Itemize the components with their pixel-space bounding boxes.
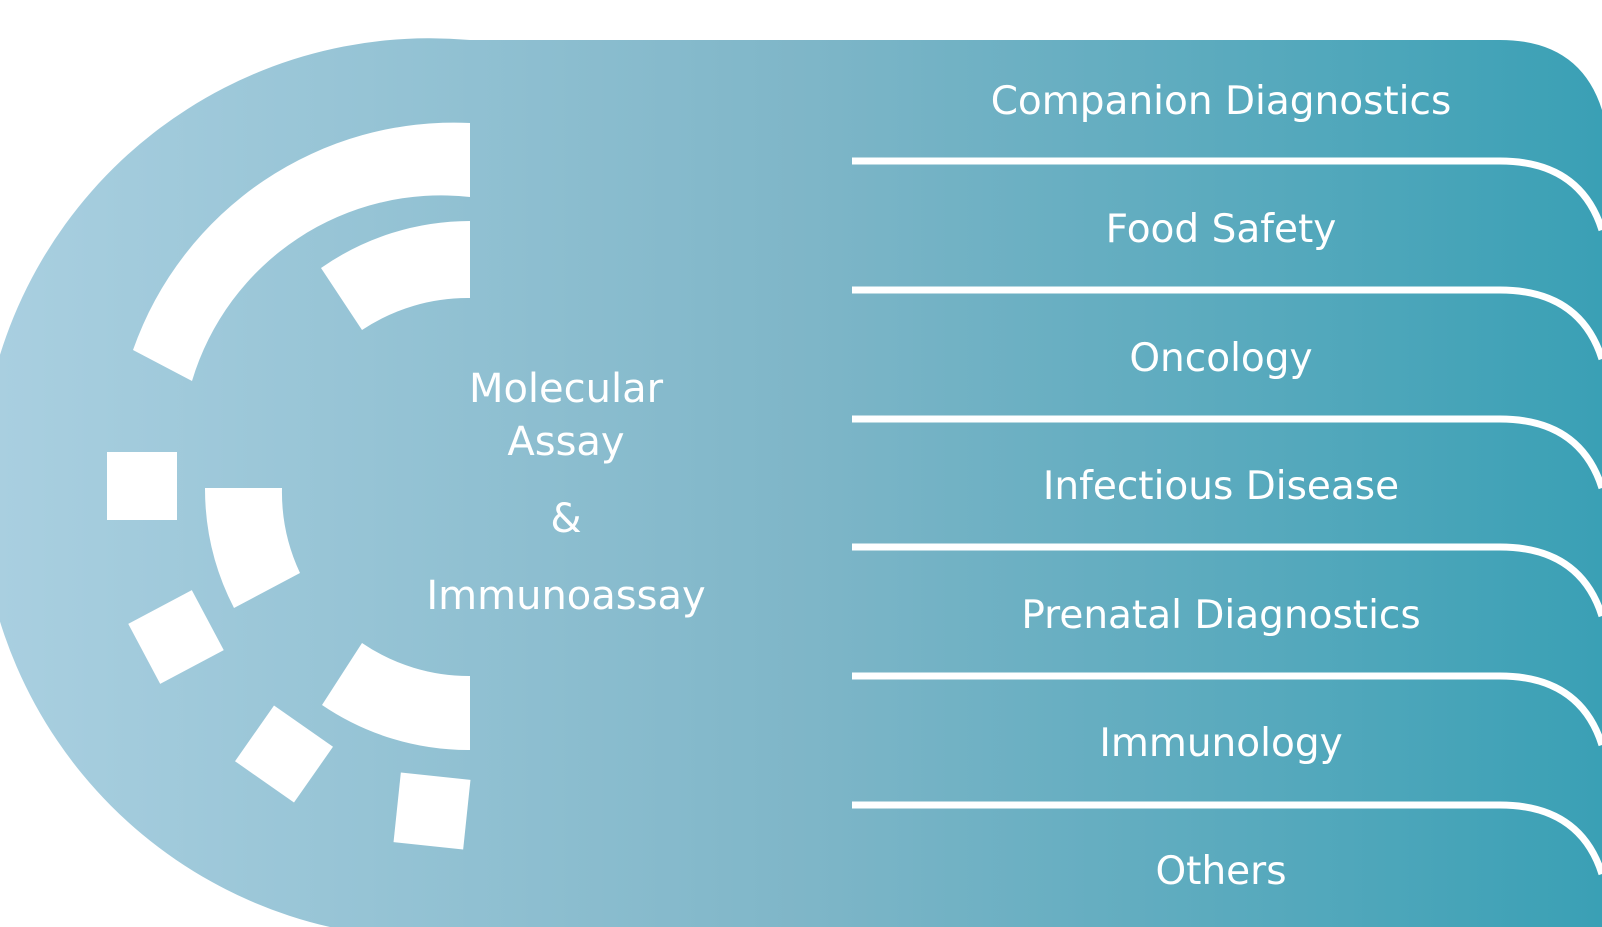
category-label: Immunology	[1099, 721, 1342, 766]
category-tab[interactable]: Companion Diagnostics	[991, 79, 1452, 124]
center-title-line-4: Immunoassay	[426, 573, 705, 619]
center-title-ampersand: &	[550, 496, 581, 542]
category-label: Oncology	[1129, 336, 1312, 381]
center-title-line-1: Molecular	[469, 366, 664, 412]
category-label: Prenatal Diagnostics	[1021, 593, 1420, 638]
category-label: Companion Diagnostics	[991, 79, 1452, 124]
square-block-bottom	[394, 773, 471, 850]
category-label: Food Safety	[1106, 207, 1337, 252]
square-block-left	[107, 452, 177, 520]
center-title-line-2: Assay	[507, 419, 624, 465]
category-label: Infectious Disease	[1043, 464, 1399, 509]
category-label: Others	[1155, 849, 1286, 894]
